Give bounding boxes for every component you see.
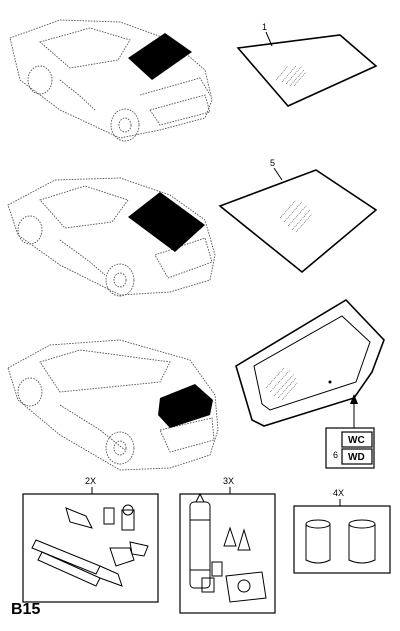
- callout-6: 6: [333, 450, 338, 460]
- estate-car-illustration: [7, 339, 219, 471]
- code-wd: WD: [348, 452, 365, 463]
- rear-glass-part-5: [218, 169, 378, 274]
- hatchback-car-illustration: [7, 177, 216, 297]
- callout-3x: 3X: [223, 476, 234, 486]
- code-box-wc: [341, 431, 373, 448]
- page-reference: B15: [11, 601, 41, 618]
- hatchback-rear-window-highlight: [128, 192, 205, 252]
- kit-3x-box: [179, 493, 276, 614]
- callout-1: 1: [262, 22, 267, 32]
- rear-glass-part-6: [235, 298, 385, 427]
- estate-rear-window-highlight: [158, 384, 213, 428]
- leader-line-5: [273, 167, 283, 181]
- rear-glass-part-1: [236, 34, 378, 107]
- leader-line-1: [265, 31, 273, 47]
- adhesive-kit-illustration: [31, 504, 149, 587]
- sedan-rear-window-highlight: [128, 33, 192, 80]
- callout-5: 5: [270, 158, 275, 168]
- primer-kit-illustration: [305, 519, 376, 564]
- kit-2x-box: [22, 493, 159, 603]
- code-box-outer: [325, 427, 375, 469]
- callout-4x: 4X: [333, 488, 344, 498]
- code-box-wd: [341, 448, 373, 465]
- code-wc: WC: [348, 435, 365, 446]
- cartridge-kit-illustration: [189, 492, 267, 603]
- kit-4x-box: [293, 505, 391, 574]
- arrow-up-icon: [350, 394, 358, 404]
- sedan-car-illustration: [9, 19, 213, 142]
- callout-2x: 2X: [85, 476, 96, 486]
